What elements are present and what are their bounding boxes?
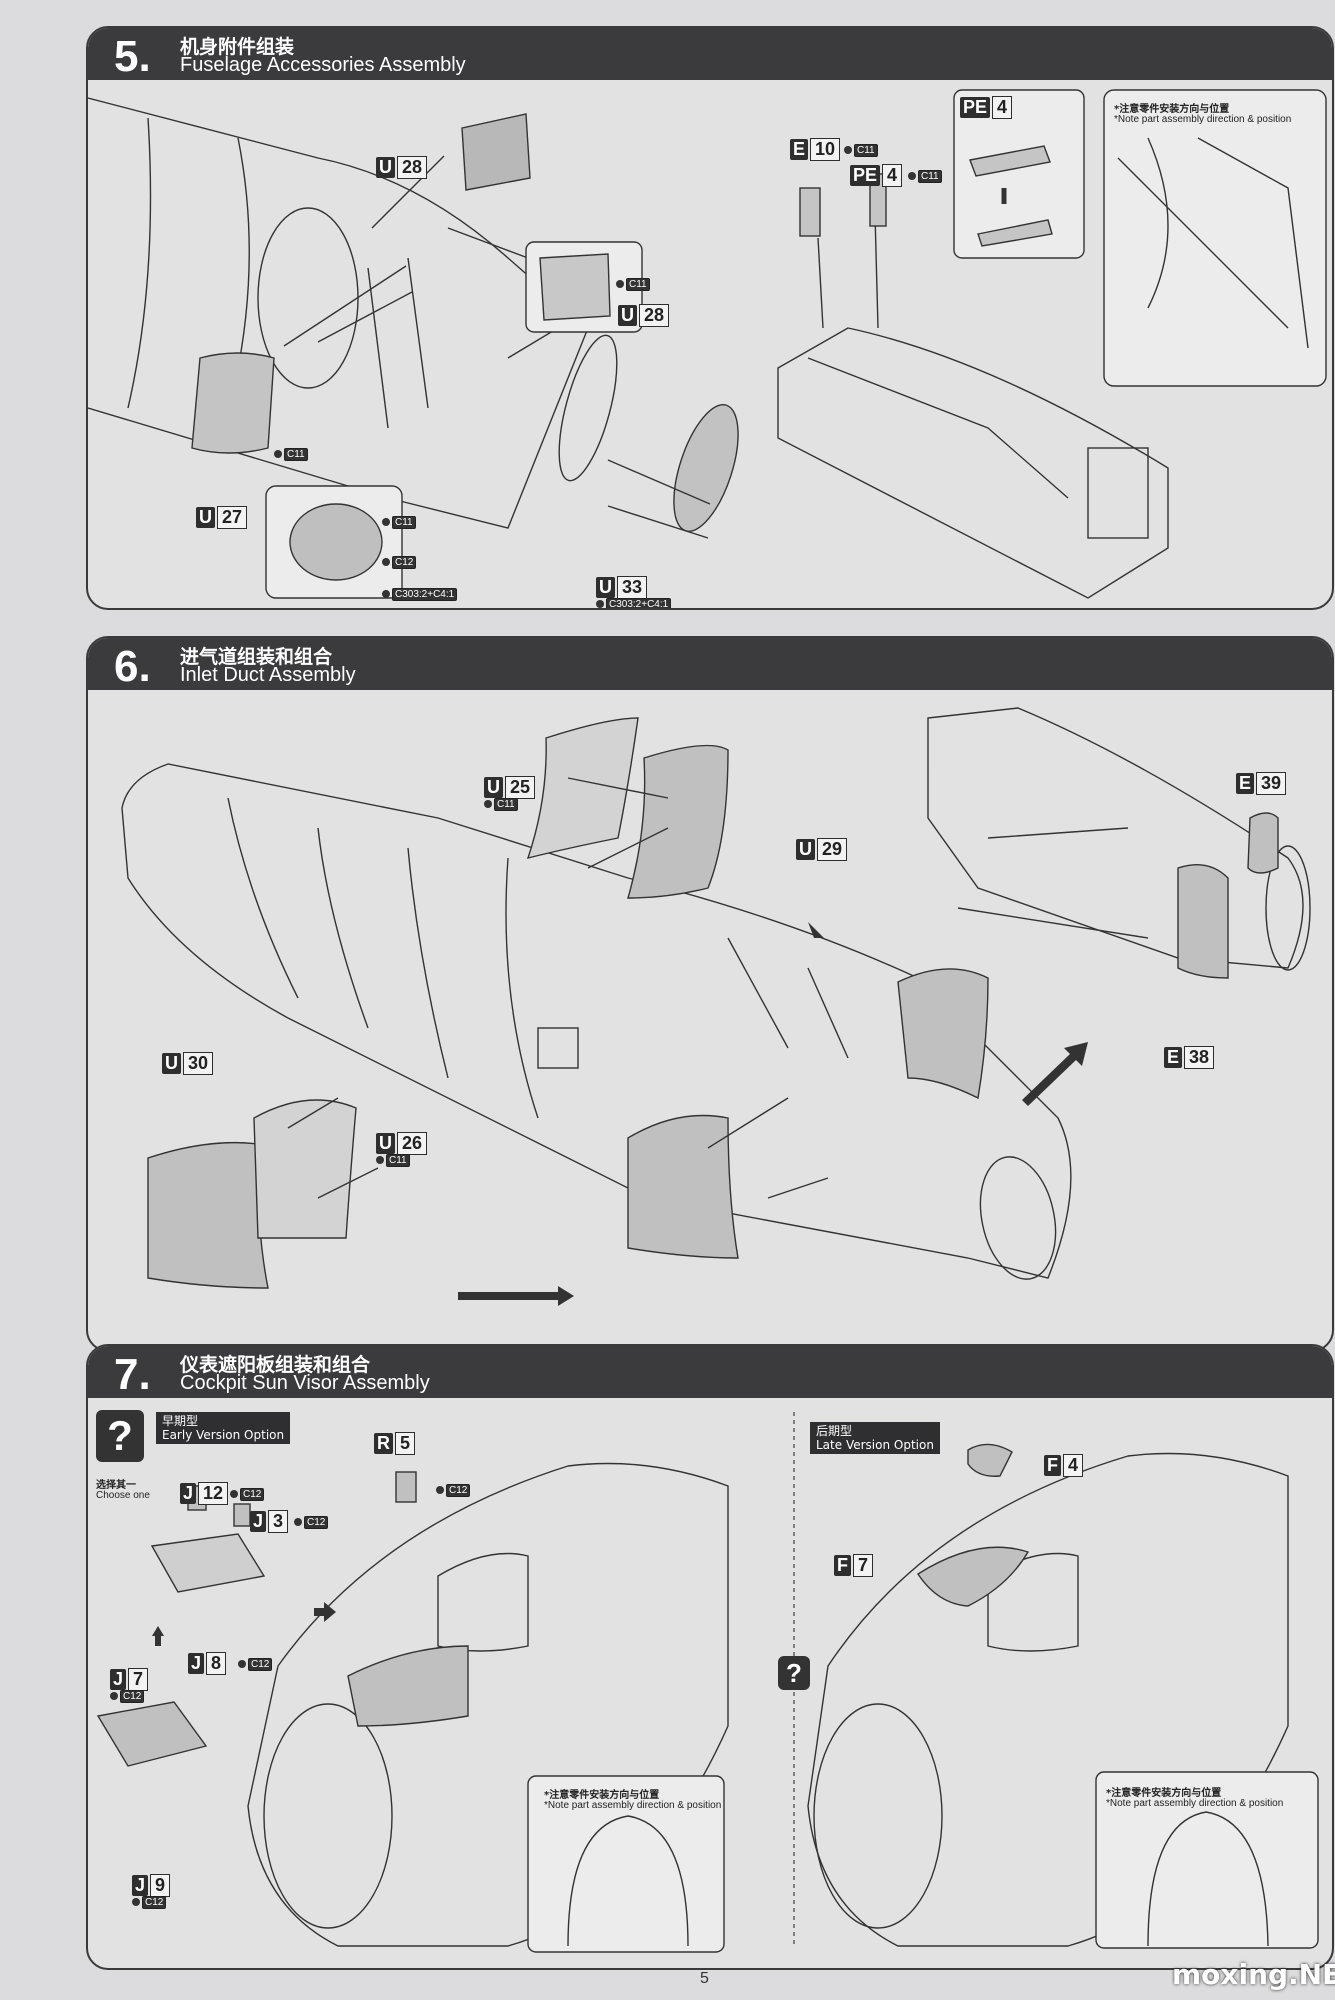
watermark: moxing.NET: [1172, 1958, 1335, 1991]
step-number: 5.: [114, 32, 151, 81]
step-number: 6.: [114, 642, 151, 691]
paint-c12-inset: C12: [382, 556, 417, 569]
step-7-header: 7. 仪表遮阳板组装和组合 Cockpit Sun Visor Assembly: [88, 1346, 1332, 1399]
paint-c12-j12: C12: [230, 1488, 265, 1501]
choose-one-cn: 选择其一: [96, 1480, 136, 1491]
paint-c12-j3: C12: [294, 1516, 329, 1529]
paint-mix-u33: C303:2+C4:1: [596, 598, 672, 608]
step-title-cn: 仪表遮阳板组装和组合: [180, 1354, 371, 1376]
paint-c11: C11: [616, 278, 650, 291]
note-en-early: *Note part assembly direction & position: [544, 1800, 722, 1811]
paint-c11-inset: C11: [382, 516, 416, 529]
choose-one-en: Choose one: [96, 1490, 150, 1501]
note-cn: *注意零件安装方向与位置: [1114, 104, 1230, 115]
step-6-panel: 6. 进气道组装和组合 Inlet Duct Assembly: [86, 636, 1334, 1352]
question-icon-divider: ?: [778, 1656, 810, 1690]
step-number: 7.: [114, 1350, 151, 1399]
paint-mix-inset: C303:2+C4:1: [382, 588, 458, 601]
paint-c12-r5: C12: [436, 1484, 471, 1497]
step-title-en: Fuselage Accessories Assembly: [180, 54, 466, 76]
step-6-header: 6. 进气道组装和组合 Inlet Duct Assembly: [88, 638, 1332, 691]
step-title-cn: 机身附件组装: [180, 36, 295, 58]
note-en-late: *Note part assembly direction & position: [1106, 1798, 1284, 1809]
step-title-cn: 进气道组装和组合: [180, 646, 333, 668]
note-cn-early: *注意零件安装方向与位置: [544, 1790, 660, 1801]
step-5-header: 5. 机身附件组装 Fuselage Accessories Assembly: [88, 28, 1332, 81]
step-7-drawing: [96, 1412, 1319, 1953]
paint-c11-u26: C11: [376, 1154, 410, 1167]
paint-c12-j7: C12: [110, 1690, 145, 1703]
step-5-drawing: [88, 89, 1327, 599]
step-6-drawing: [121, 707, 1311, 1306]
paint-c12-j8: C12: [238, 1658, 273, 1671]
paint-c12-j9: C12: [132, 1896, 167, 1909]
paint-c11-e10: C11: [844, 144, 878, 157]
paint-c11-u25: C11: [484, 798, 518, 811]
step-title-en: Cockpit Sun Visor Assembly: [180, 1372, 430, 1394]
paint-c11-pe4: C11: [908, 170, 942, 183]
step-title-en: Inlet Duct Assembly: [180, 664, 356, 686]
note-cn-late: *注意零件安装方向与位置: [1106, 1788, 1222, 1799]
step-5-panel: 5. 机身附件组装 Fuselage Accessories Assembly: [86, 26, 1334, 610]
step-7-panel: 7. 仪表遮阳板组装和组合 Cockpit Sun Visor Assembly: [86, 1344, 1334, 1970]
note-en: *Note part assembly direction & position: [1114, 114, 1292, 125]
paint-c11-u27: C11: [274, 448, 308, 461]
page-number: 5: [700, 1970, 709, 1987]
question-icon: ?: [96, 1410, 144, 1462]
